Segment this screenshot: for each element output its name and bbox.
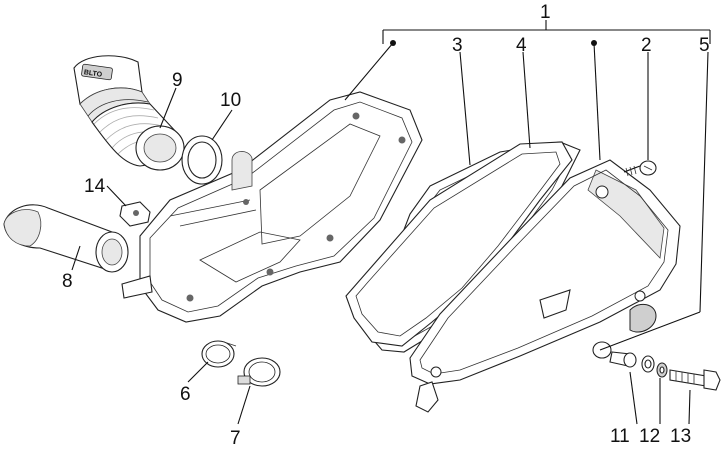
callout-11: 11 [610, 426, 630, 447]
callout-numbers: 1 2 3 4 5 6 7 8 9 10 11 12 13 14 [62, 2, 710, 449]
callout-8: 8 [62, 271, 73, 292]
callout-5: 5 [699, 35, 710, 56]
callout-3: 3 [452, 35, 463, 56]
inlet-tube-part-8 [3, 204, 129, 273]
leader-lines [71, 42, 709, 425]
callout-2: 2 [641, 35, 652, 56]
hose-clamp-part-6 [201, 340, 237, 368]
o-ring-part-10 [181, 135, 223, 185]
callout-9: 9 [172, 70, 183, 91]
bolt-part-13 [669, 369, 721, 391]
callout-12: 12 [639, 426, 660, 447]
callout-13: 13 [670, 426, 691, 447]
brand-mark-label: BLTO [83, 69, 103, 79]
intake-duct-part-9: BLTO [73, 55, 185, 171]
screw-part-2 [623, 160, 657, 177]
group-bracket-1 [382, 20, 711, 46]
callout-10: 10 [220, 90, 241, 111]
callout-6: 6 [180, 384, 191, 405]
callout-7: 7 [230, 428, 241, 449]
callout-1: 1 [540, 2, 551, 23]
washer-part-12 [641, 355, 668, 378]
filter-housing [121, 91, 423, 323]
callout-14: 14 [84, 176, 106, 197]
hose-clamp-part-7 [237, 357, 281, 387]
bushing-part-11 [592, 341, 637, 368]
callout-4: 4 [516, 35, 527, 56]
clip-part-14 [119, 201, 151, 227]
cover-part-5 [409, 159, 681, 413]
